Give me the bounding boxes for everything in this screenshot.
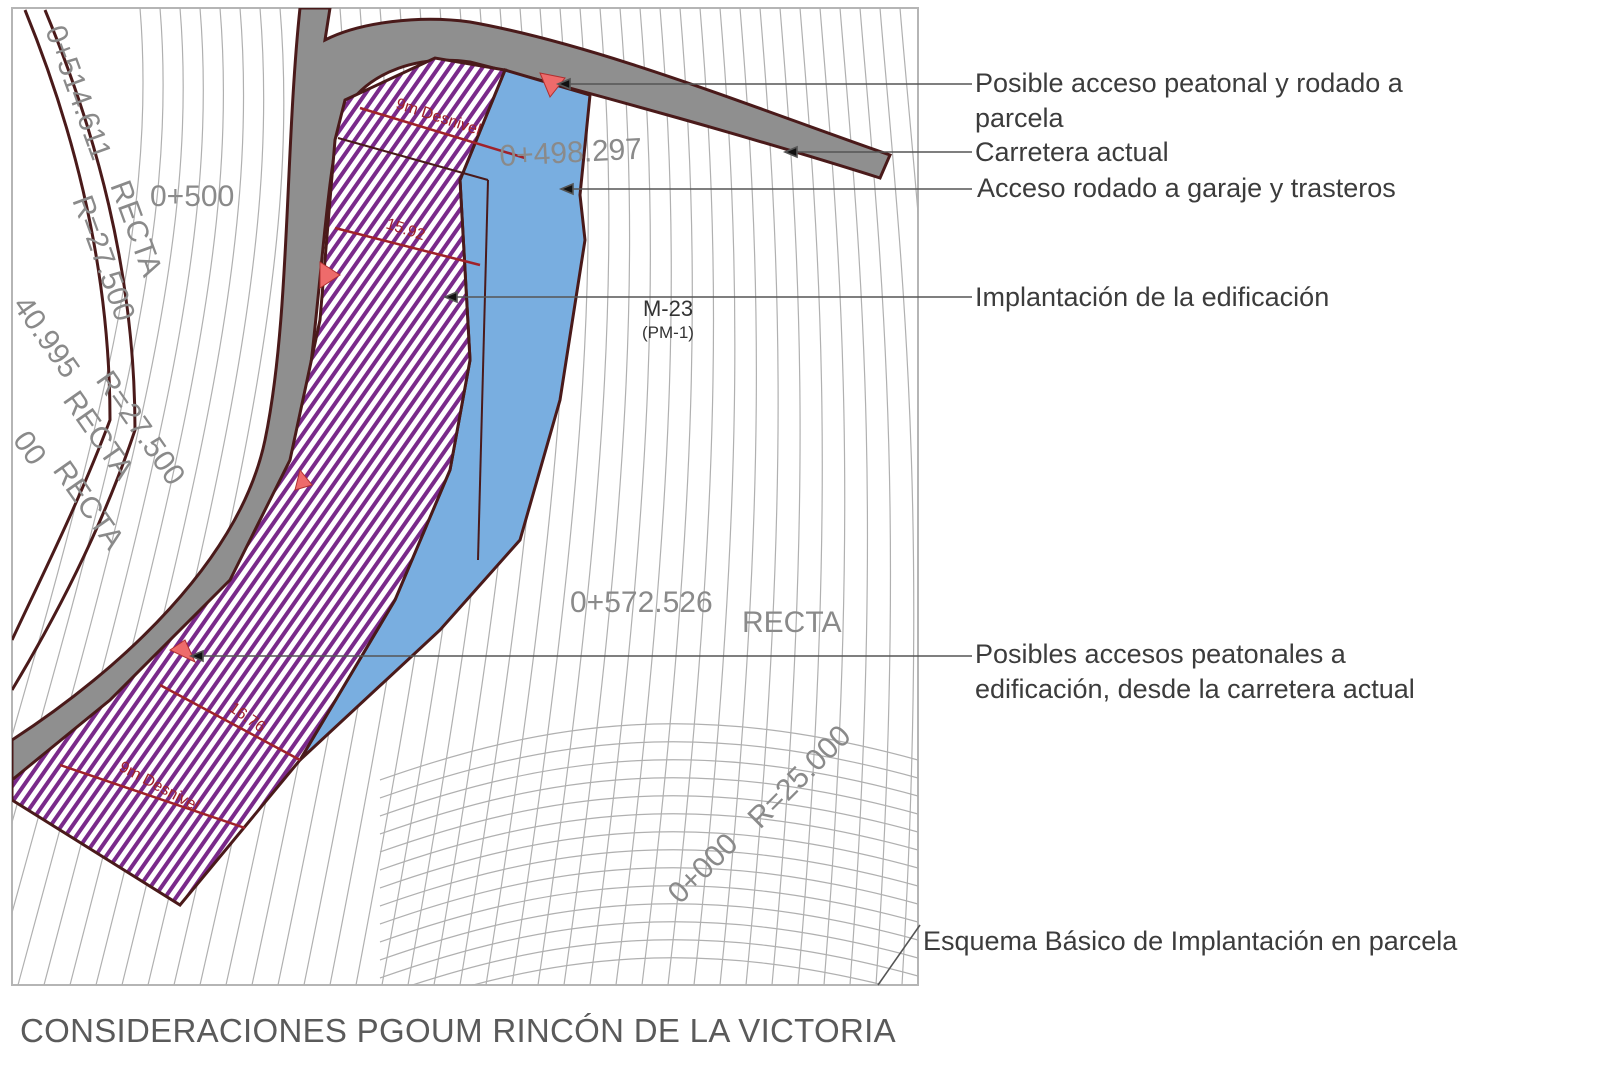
contour-line — [379, 723, 918, 781]
contour-line — [379, 831, 918, 889]
contour-line — [379, 867, 918, 925]
annotation-line: Posible acceso peatonal y rodado a — [975, 68, 1403, 98]
annotation-road: Carretera actual — [975, 137, 1169, 167]
access-marker-icon — [319, 261, 341, 289]
annotation-building: Implantación de la edificación — [975, 282, 1330, 312]
contour-line — [537, 8, 610, 985]
contour-line — [563, 8, 631, 985]
station-label: RECTA — [742, 606, 841, 639]
contour-line — [379, 777, 918, 835]
contour-line — [12, 8, 144, 739]
parcel-subid: (PM-1) — [642, 323, 694, 342]
road-edge-left — [12, 9, 112, 641]
page-title: CONSIDERACIONES PGOUM RINCÓN DE LA VICTO… — [20, 1012, 896, 1049]
contour-line — [839, 8, 869, 985]
access-markers — [168, 72, 566, 664]
annotation-line: Posibles accesos peatonales a — [975, 639, 1346, 669]
contour-line — [379, 795, 918, 853]
annotation-garage-access: Acceso rodado a garaje y trasteros — [977, 173, 1396, 203]
contour-line — [379, 885, 918, 943]
annotation-pedestrian-accesses: Posibles accesos peatonales a edificació… — [975, 637, 1415, 707]
leader-lines — [188, 77, 972, 986]
contour-line — [771, 8, 801, 985]
access-marker-icon — [168, 639, 197, 664]
contour-line — [379, 903, 918, 961]
access-marker-icon — [539, 72, 566, 98]
contour-line — [410, 939, 918, 985]
contour-line — [797, 8, 823, 985]
contour-line — [920, 8, 961, 985]
annotation-line: edificación, desde la carretera actual — [975, 674, 1415, 704]
contour-line — [819, 8, 846, 985]
contour-line — [879, 8, 915, 985]
contour-line — [470, 957, 886, 985]
annotation-pedestrian-vehicle-access: Posible acceso peatonal y rodado a parce… — [975, 66, 1403, 136]
contour-line — [379, 741, 918, 799]
contour-line — [589, 8, 651, 985]
annotation-line: parcela — [975, 103, 1064, 133]
station-label: 0+500 — [150, 180, 234, 213]
road-edge-left-2 — [12, 9, 137, 691]
contour-line — [899, 8, 918, 220]
contour-line — [379, 849, 918, 907]
parcel-id: M-23 — [643, 296, 693, 321]
annotation-scheme: Esquema Básico de Implantación en parcel… — [923, 926, 1458, 956]
access-marker-icon — [294, 468, 313, 491]
contour-line — [379, 759, 918, 817]
contour-line — [379, 813, 918, 871]
station-label: 0+572.526 — [570, 586, 713, 619]
station-label: 0+498.297 — [499, 133, 643, 173]
contour-line — [379, 921, 918, 979]
